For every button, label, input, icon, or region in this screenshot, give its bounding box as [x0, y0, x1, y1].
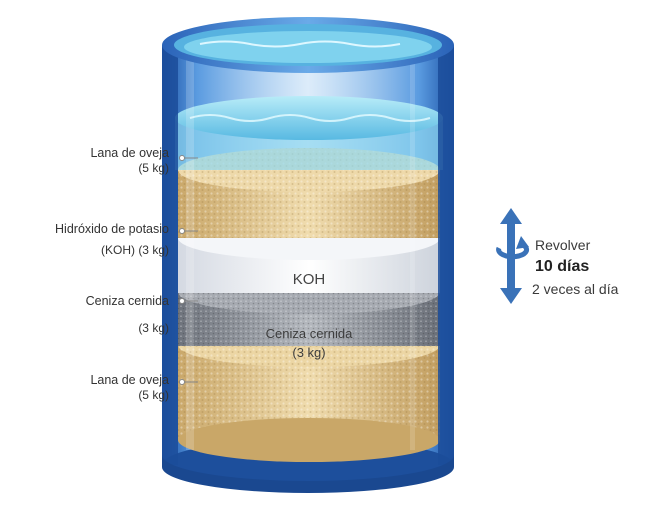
label-wool-top: Lana de oveja (5 kg)	[90, 146, 169, 176]
label-wool-bottom-name: Lana de oveja	[90, 373, 169, 387]
stir-duration: 10 días	[535, 258, 590, 275]
koh-layer-text: KOH	[292, 271, 326, 288]
stir-arrows-icon	[496, 208, 530, 304]
label-wool-top-name: Lana de oveja	[90, 146, 169, 160]
layer-water	[175, 96, 443, 170]
label-koh-name: Hidróxido de potasio	[55, 222, 169, 236]
label-wool-bottom: Lana de oveja (5 kg)	[90, 373, 169, 403]
label-ash: Ceniza cernida (3 kg)	[86, 294, 169, 336]
leader-dot	[179, 298, 185, 304]
leader-dot	[179, 228, 185, 234]
leader-dot	[179, 155, 185, 161]
label-ash-amount: (3 kg)	[138, 321, 169, 335]
label-ash-name: Ceniza cernida	[85, 294, 169, 308]
stir-frequency: 2 veces al día	[532, 281, 619, 297]
stir-instructions: Revolver 10 días 2 veces al día	[532, 234, 619, 300]
label-wool-bottom-amount: (5 kg)	[138, 388, 169, 402]
leader-dot	[179, 379, 185, 385]
leader-lines	[183, 157, 198, 383]
label-koh-amount: (KOH) (3 kg)	[100, 243, 169, 257]
ash-layer-amount: (3 kg)	[292, 345, 326, 360]
stir-action: Revolver	[535, 237, 591, 253]
label-wool-top-amount: (5 kg)	[138, 161, 169, 175]
ash-layer-name: Ceniza cernida	[265, 326, 353, 341]
barrel-rim	[162, 17, 454, 73]
label-koh: Hidróxido de potasio (KOH) (3 kg)	[55, 222, 169, 258]
